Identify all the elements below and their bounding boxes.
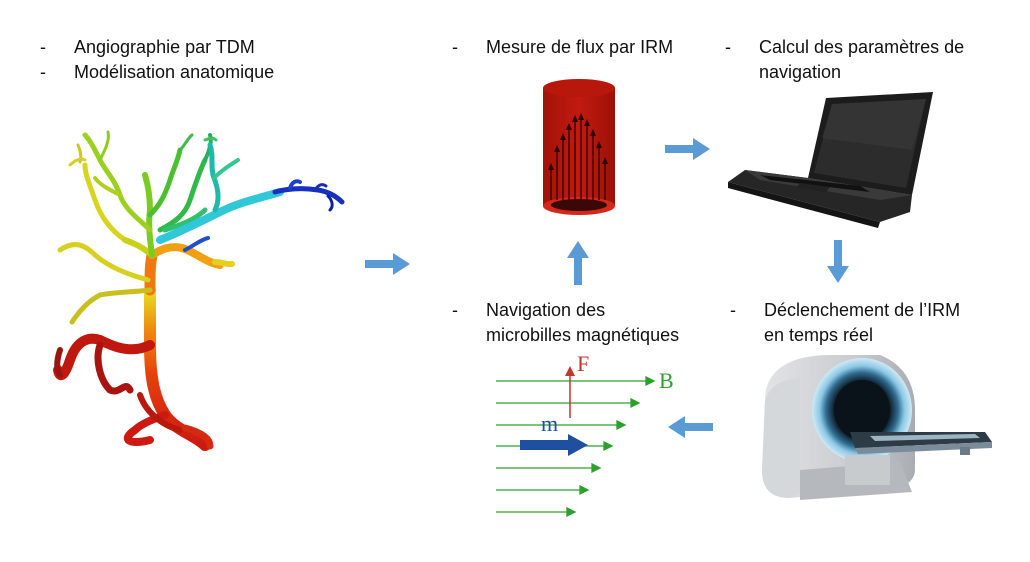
bullet-nav: Navigation des bbox=[486, 300, 606, 320]
bullet-calc-cont: navigation bbox=[759, 62, 842, 82]
force-label: F bbox=[577, 351, 590, 376]
field-label: B bbox=[659, 368, 674, 393]
moment-arrow bbox=[520, 434, 588, 456]
step-ct-text: -Angiographie par TDM -Modélisation anat… bbox=[40, 35, 274, 85]
bullet-nav-cont: microbilles magnétiques bbox=[486, 325, 680, 345]
arrow-down bbox=[827, 240, 849, 283]
bullet-trigger-cont: en temps réel bbox=[764, 325, 874, 345]
step-trigger-text: -Déclenchement de l’IRM en temps réel bbox=[730, 298, 960, 348]
bullet-trigger: Déclenchement de l’IRM bbox=[764, 300, 961, 320]
bullet-calc: Calcul des paramètres de bbox=[759, 37, 965, 57]
bullet-angiography: Angiographie par TDM bbox=[74, 37, 255, 57]
step-nav-text: -Navigation des microbilles magnétiques bbox=[452, 298, 679, 348]
step-calc-text: -Calcul des paramètres de navigation bbox=[725, 35, 964, 85]
moment-label: m bbox=[541, 411, 559, 436]
step-flow-text: -Mesure de flux par IRM bbox=[452, 35, 673, 60]
bullet-flow: Mesure de flux par IRM bbox=[486, 37, 674, 57]
arrow-up bbox=[567, 241, 589, 285]
arrow-right-2 bbox=[665, 138, 710, 160]
arrow-left bbox=[668, 416, 713, 438]
arrow-right-1 bbox=[365, 253, 410, 275]
bullet-modeling: Modélisation anatomique bbox=[74, 62, 275, 82]
